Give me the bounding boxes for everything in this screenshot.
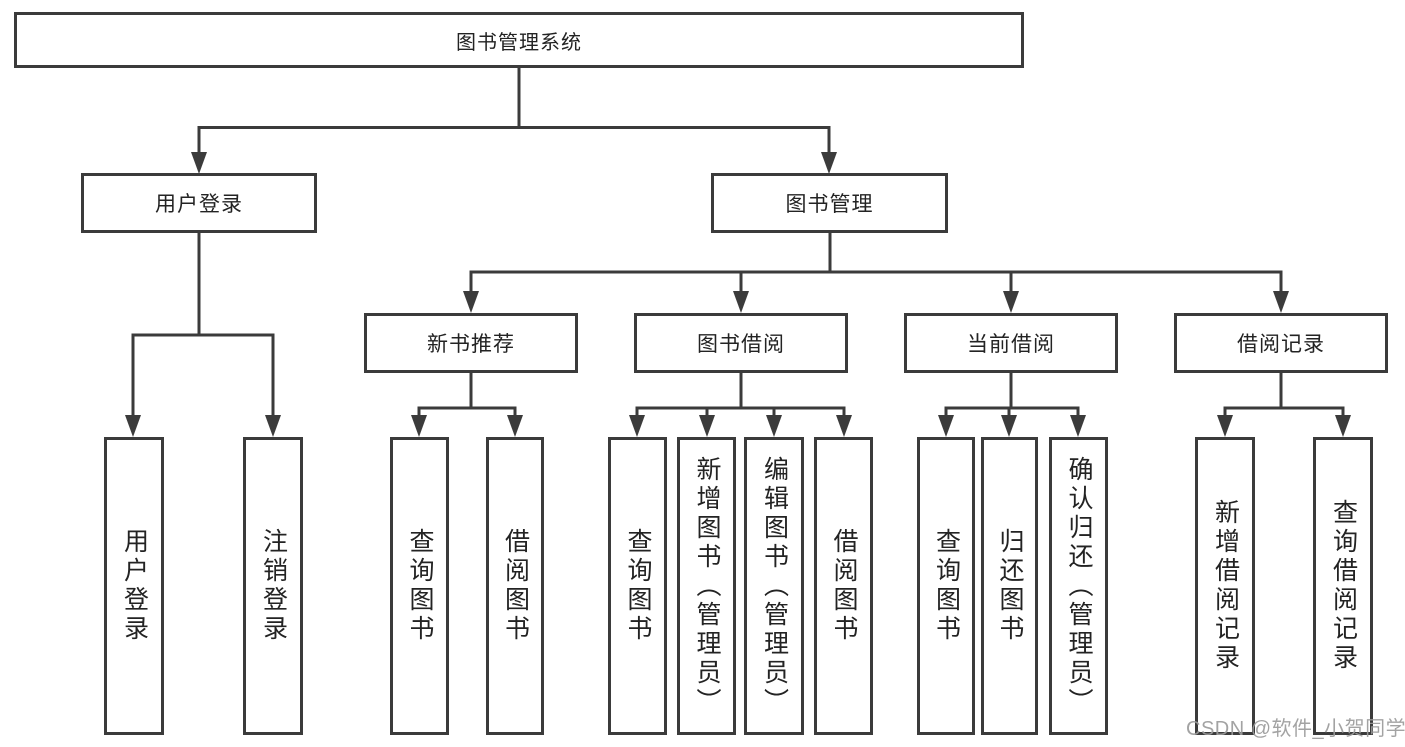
leaf-logout-label: 注销登录 [259,528,288,644]
leaf-recommend-borrow-books-label: 借阅图书 [501,528,530,644]
node-root-label: 图书管理系统 [456,31,582,54]
leaf-records-add-record: 新增借阅记录 [1195,437,1255,735]
node-book-borrow-label: 图书借阅 [697,333,785,356]
leaf-recommend-borrow-books: 借阅图书 [486,437,544,735]
leaf-logout: 注销登录 [243,437,303,735]
connector-book-management-to-level2 [463,232,1289,313]
leaf-current-query-books-label: 查询图书 [932,528,961,644]
node-current-borrow-label: 当前借阅 [967,333,1055,356]
node-borrow-records: 借阅记录 [1174,313,1388,373]
connector-book-borrow-to-leaves [629,373,852,437]
leaf-records-add-record-label: 新增借阅记录 [1211,499,1240,673]
leaf-current-confirm-return-admin: 确认归还（管理员） [1049,437,1108,735]
leaf-current-return-books-label: 归还图书 [996,528,1024,644]
leaf-borrow-add-books-admin-label: 新增图书（管理员） [693,455,721,717]
leaf-current-confirm-return-admin-label: 确认归还（管理员） [1065,455,1093,717]
leaf-borrow-edit-books-admin: 编辑图书（管理员） [744,437,804,735]
leaf-borrow-query-books-label: 查询图书 [624,528,652,644]
leaf-borrow-add-books-admin: 新增图书（管理员） [677,437,736,735]
node-user-login: 用户登录 [81,173,317,233]
node-book-borrow: 图书借阅 [634,313,848,373]
leaf-borrow-edit-books-admin-label: 编辑图书（管理员） [760,455,789,717]
node-root-library-management-system: 图书管理系统 [14,12,1024,68]
connector-borrow-records-to-leaves [1217,373,1351,437]
leaf-current-return-books: 归还图书 [981,437,1038,735]
leaf-recommend-query-books-label: 查询图书 [406,528,434,644]
leaf-current-query-books: 查询图书 [917,437,975,735]
leaf-user-login-label: 用户登录 [120,528,149,644]
connector-root-to-level1 [191,68,837,174]
connector-current-borrow-to-leaves [938,373,1086,437]
connector-new-book-recommend-to-leaves [411,373,523,437]
node-user-login-label: 用户登录 [155,193,243,216]
node-borrow-records-label: 借阅记录 [1237,333,1325,356]
connector-user-login-to-leaves [125,233,281,437]
node-new-book-recommend: 新书推荐 [364,313,578,373]
leaf-records-query-record-label: 查询借阅记录 [1329,499,1358,673]
node-current-borrow: 当前借阅 [904,313,1118,373]
leaf-user-login: 用户登录 [104,437,164,735]
node-book-management: 图书管理 [711,173,948,233]
leaf-borrow-borrow-books: 借阅图书 [814,437,873,735]
node-book-management-label: 图书管理 [785,193,874,216]
csdn-watermark: CSDN @软件_小贺同学 [1186,718,1405,740]
node-new-book-recommend-label: 新书推荐 [427,333,515,356]
leaf-borrow-query-books: 查询图书 [608,437,667,735]
leaf-recommend-query-books: 查询图书 [390,437,449,735]
leaf-borrow-borrow-books-label: 借阅图书 [830,528,858,644]
leaf-records-query-record: 查询借阅记录 [1313,437,1373,735]
